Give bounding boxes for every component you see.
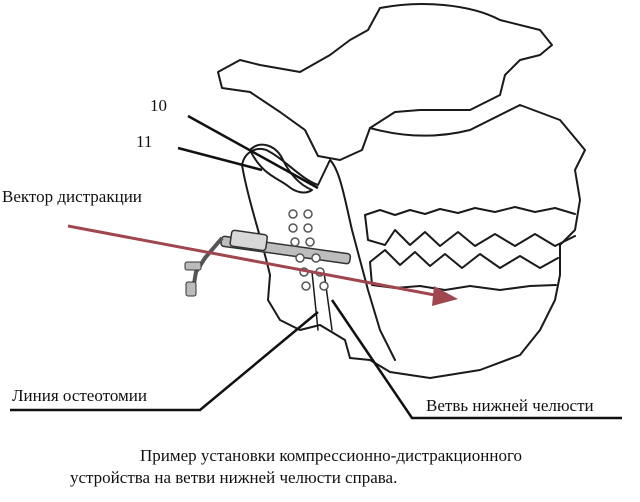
caption-line-1: Пример установки компрессионно-дистракци… bbox=[140, 446, 523, 465]
lower-teeth bbox=[369, 249, 559, 291]
leader-line-10 bbox=[187, 114, 319, 190]
label-mandible-ramus: Ветвь нижней челюсти bbox=[426, 396, 594, 415]
skull-outline-icon bbox=[217, 3, 553, 161]
label-10: 10 bbox=[150, 96, 167, 115]
maxilla-outline bbox=[349, 104, 586, 379]
leader-line-11 bbox=[177, 146, 263, 172]
screw-holes bbox=[288, 209, 329, 291]
condyle-outline bbox=[249, 143, 313, 194]
upper-teeth bbox=[364, 206, 576, 247]
caption-line-2: устройства на ветви нижней челюсти справ… bbox=[70, 468, 398, 487]
leader-line-ramus bbox=[330, 299, 622, 420]
distraction-vector-arrow bbox=[67, 224, 458, 306]
label-distraction-vector: Вектор дистракции bbox=[2, 187, 142, 206]
label-osteotomy-line: Линия остеотомии bbox=[12, 386, 147, 405]
figure-caption: Пример установки компрессионно-дистракци… bbox=[70, 445, 630, 489]
osteotomy-line bbox=[311, 271, 333, 331]
label-11: 11 bbox=[136, 132, 153, 151]
leader-line-osteotomy bbox=[10, 311, 319, 412]
